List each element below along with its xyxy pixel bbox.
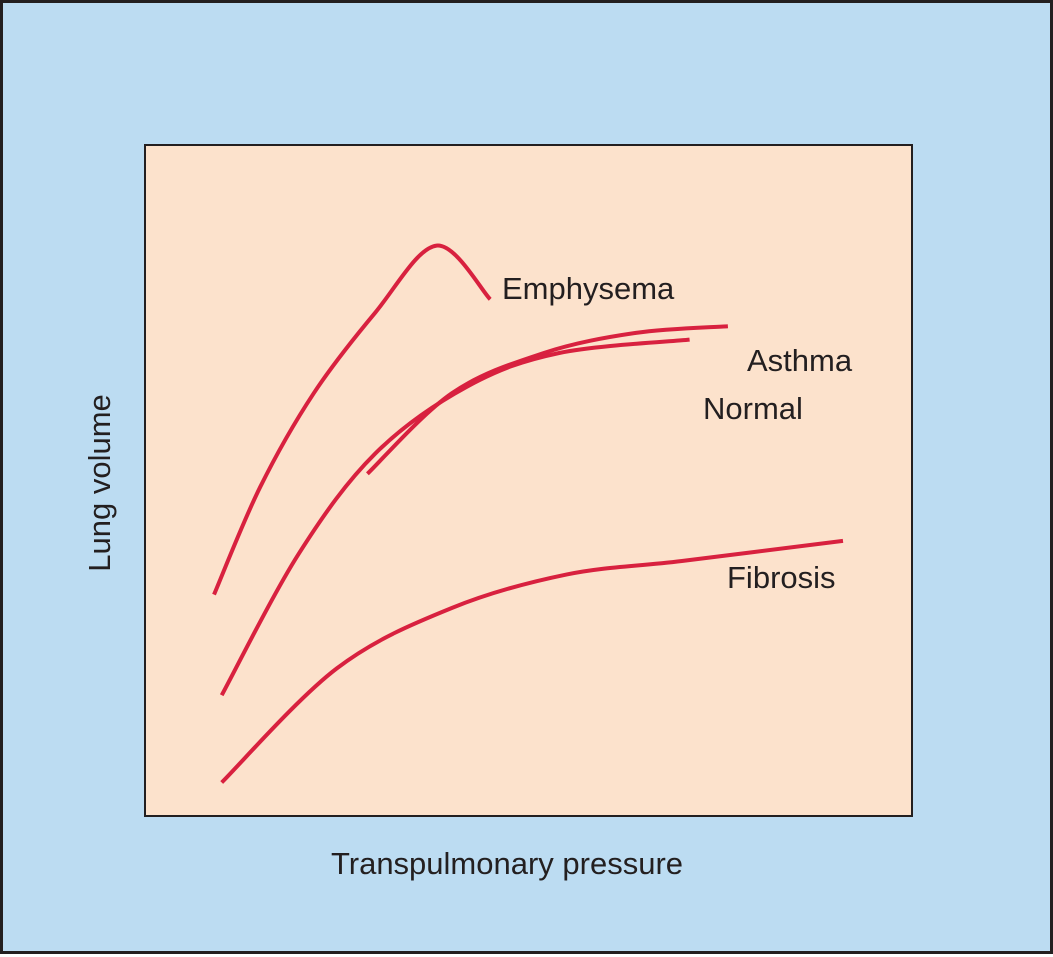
series-line-emphysema [212, 243, 492, 596]
series-line-fibrosis [220, 538, 844, 784]
series-label-asthma: Asthma [747, 343, 853, 378]
series-line-asthma [366, 324, 729, 476]
x-axis-label: Transpulmonary pressure [331, 846, 683, 881]
plot-area [144, 144, 913, 817]
y-axis-label: Lung volume [82, 394, 117, 572]
series-label-emphysema: Emphysema [502, 271, 675, 306]
series-label-normal: Normal [703, 391, 803, 426]
series-line-normal [219, 337, 690, 697]
series-label-fibrosis: Fibrosis [727, 560, 836, 595]
